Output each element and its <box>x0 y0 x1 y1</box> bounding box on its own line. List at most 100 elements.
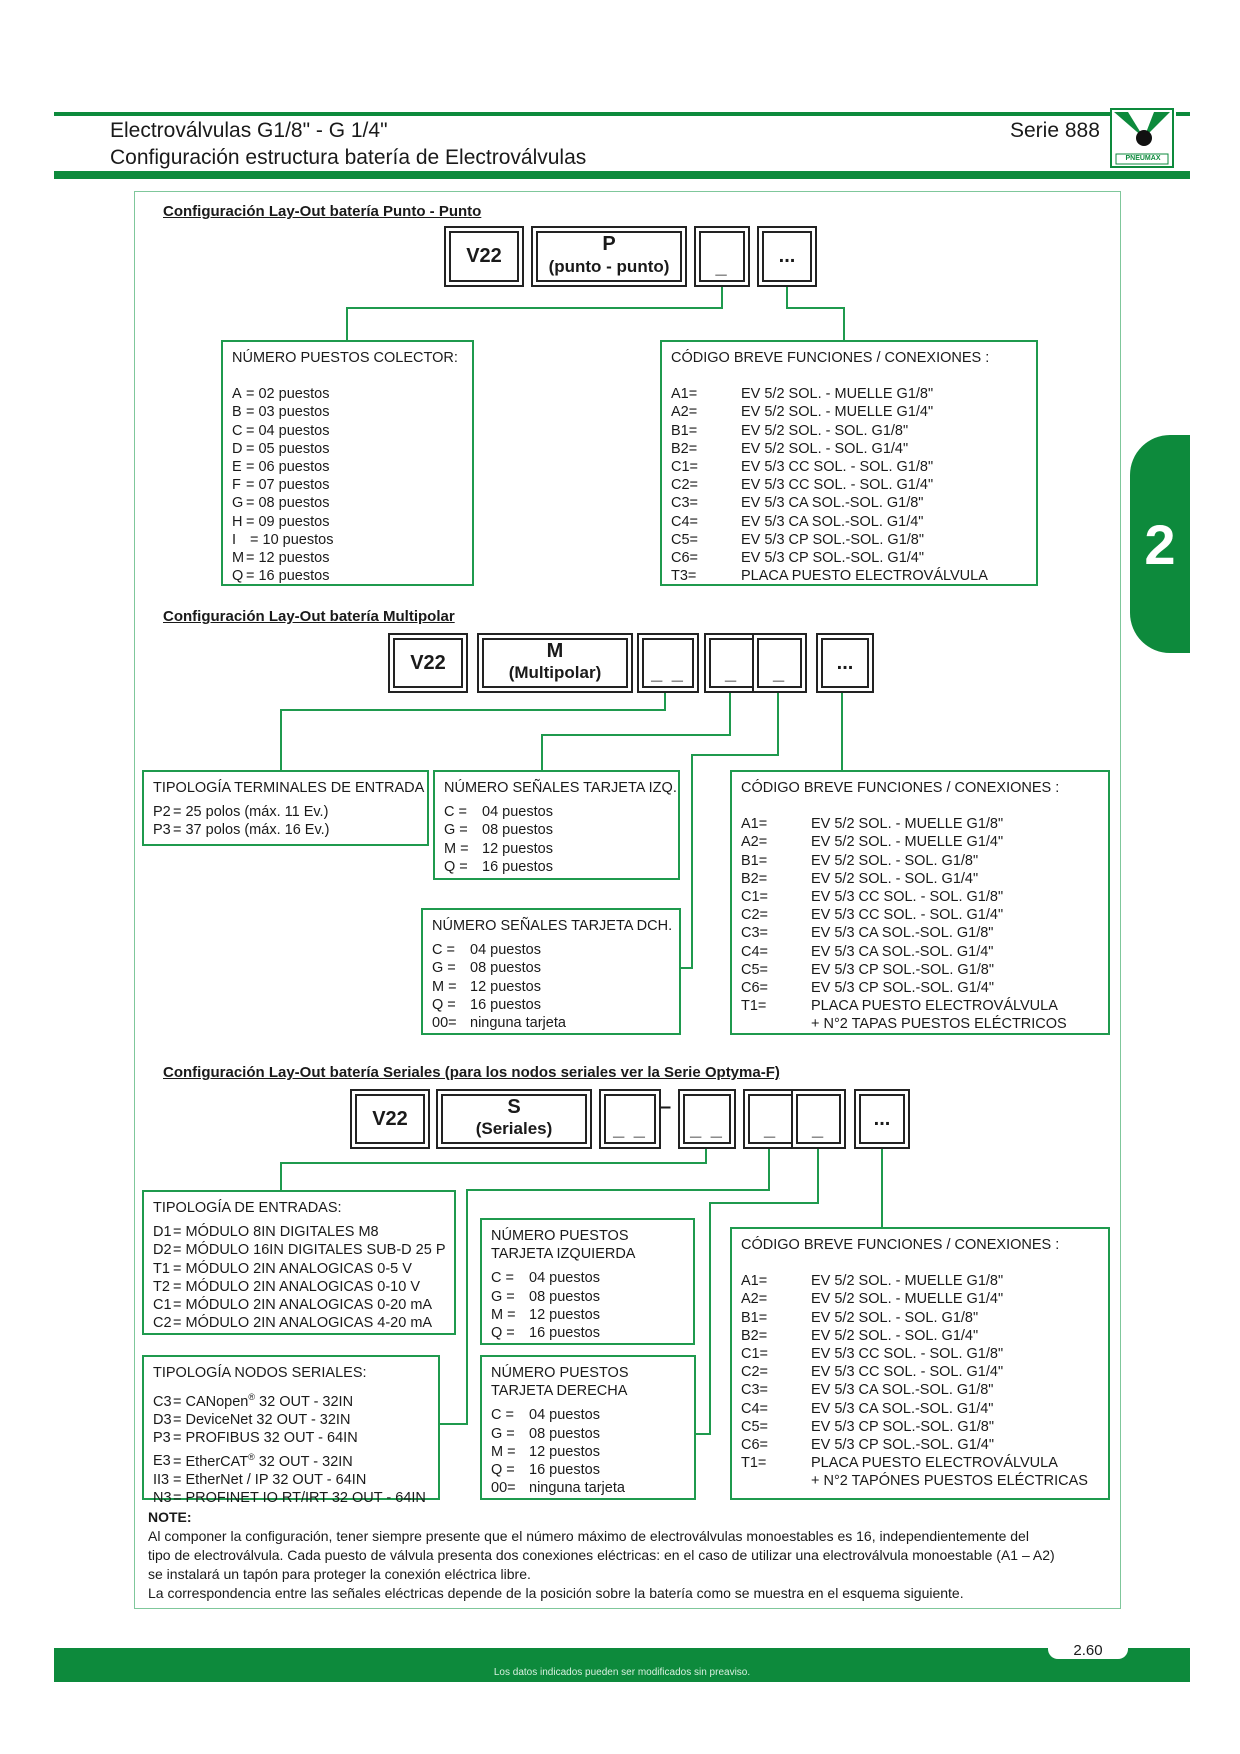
item-value: = EtherNet / IP 32 OUT - 64IN <box>173 1471 367 1488</box>
item-code: G = <box>491 1425 515 1442</box>
item-code: B1= <box>671 422 698 439</box>
list-item: T3=PLACA PUESTO ELECTROVÁLVULA <box>671 567 1027 585</box>
item-code: B1= <box>741 1309 768 1326</box>
footer-disclaimer: Los datos indicados pueden ser modificad… <box>493 1667 751 1678</box>
item-value: EV 5/2 SOL. - SOL. G1/8" <box>811 852 979 869</box>
item-value: = DeviceNet 32 OUT - 32IN <box>173 1412 351 1429</box>
list-item: F= 07 puestos <box>232 476 463 494</box>
item-value: = MÓDULO 8IN DIGITALES M8 <box>173 1224 379 1241</box>
list-item: T1=PLACA PUESTO ELECTROVÁLVULA <box>741 997 1099 1015</box>
item-code: H <box>232 513 243 530</box>
item-code: T2 <box>153 1278 170 1295</box>
list-item: II3= EtherNet / IP 32 OUT - 64IN <box>153 1471 429 1489</box>
item-code: N3 <box>153 1489 172 1506</box>
section-title-punto: Configuración Lay-Out batería Punto - Pu… <box>163 203 482 220</box>
item-value: ninguna tarjeta <box>470 1015 566 1032</box>
list-item: T2= MÓDULO 2IN ANALOGICAS 0-10 V <box>153 1278 445 1296</box>
list-item: C5=EV 5/3 CP SOL.-SOL. G1/8" <box>671 531 1027 549</box>
list-item: G =08 puestos <box>444 821 669 839</box>
item-code: A1= <box>741 1273 768 1290</box>
item-value: = EtherCAT <box>173 1453 249 1470</box>
item-value: 04 puestos <box>529 1270 600 1287</box>
item-value: = 10 puestos <box>246 531 334 548</box>
item-value: = MÓDULO 2IN ANALOGICAS 0-5 V <box>173 1260 412 1277</box>
header-bottom-rule <box>54 171 1190 179</box>
code-dash: _ _ <box>651 662 685 684</box>
list-item: D3= DeviceNet 32 OUT - 32IN <box>153 1411 429 1429</box>
item-code: II3 <box>153 1471 170 1488</box>
item-value: EV 5/2 SOL. - MUELLE G1/8" <box>811 816 1004 833</box>
list-item: T1= MÓDULO 2IN ANALOGICAS 0-5 V <box>153 1260 445 1278</box>
list-item: C1= MÓDULO 2IN ANALOGICAS 0-20 mA <box>153 1296 445 1314</box>
list-item: B1=EV 5/2 SOL. - SOL. G1/8" <box>671 422 1027 440</box>
code-more: ... <box>836 651 854 674</box>
list-item: Q =16 puestos <box>432 996 670 1014</box>
pneumax-logo: PNEUMAX <box>1110 108 1174 168</box>
list-item: N3= PROFINET IO RT/IRT 32 OUT - 64IN <box>153 1489 429 1507</box>
item-code: D1 <box>153 1224 172 1241</box>
item-code: C2= <box>741 907 769 924</box>
item-code: C4= <box>741 943 769 960</box>
item-value: EV 5/3 CA SOL.-SOL. G1/8" <box>811 925 994 942</box>
list-item: M = 12 puestos <box>432 978 670 996</box>
item-value-rest: 32 OUT - 32IN <box>254 1453 353 1470</box>
footer-band: Los datos indicados pueden ser modificad… <box>54 1648 1190 1682</box>
item-code: C1 <box>153 1297 172 1314</box>
list-item: C =04 puestos <box>432 941 670 959</box>
list-item: M =12 puestos <box>491 1306 684 1324</box>
code-letter-multipolar: M (Multipolar) <box>482 638 628 688</box>
item-code: I <box>232 531 237 548</box>
item-value: EV 5/3 CC SOL. - SOL. G1/4" <box>811 907 1004 924</box>
code-more-seriales: ... <box>859 1094 905 1144</box>
item-value: EV 5/3 CP SOL.-SOL. G1/8" <box>741 531 924 548</box>
box-title: TIPOLOGÍA TERMINALES DE ENTRADA <box>153 780 425 796</box>
item-code: G <box>232 495 244 512</box>
item-value: 12 puestos <box>470 978 541 995</box>
item-code: Q = <box>491 1462 515 1479</box>
item-code: C2= <box>671 477 699 494</box>
list-item: B= 03 puestos <box>232 403 463 421</box>
item-code: A2= <box>671 404 698 421</box>
code-dash: _ <box>811 1118 826 1140</box>
header-title-line2: Configuración estructura batería de Elec… <box>110 146 587 169</box>
item-value: EV 5/2 SOL. - SOL. G1/4" <box>811 870 979 887</box>
item-code: D2 <box>153 1242 172 1259</box>
note-line-1: Al componer la configuración, tener siem… <box>148 1528 1029 1544</box>
item-value: EV 5/2 SOL. - MUELLE G1/4" <box>811 834 1004 851</box>
list-item: + N°2 TAPÓNES PUESTOS ELÉCTRICAS <box>741 1472 1099 1490</box>
item-value: EV 5/3 CA SOL.-SOL. G1/4" <box>741 513 924 530</box>
list-item: A1=EV 5/2 SOL. - MUELLE G1/8" <box>741 815 1099 833</box>
box-title: CÓDIGO BREVE FUNCIONES / CONEXIONES : <box>671 350 990 366</box>
list-item: G =08 puestos <box>491 1288 684 1306</box>
item-value: 08 puestos <box>470 960 541 977</box>
item-code: C4= <box>671 513 699 530</box>
item-value: EV 5/3 CA SOL.-SOL. G1/8" <box>811 1382 994 1399</box>
item-value: 12 puestos <box>529 1443 600 1460</box>
item-code: C1= <box>741 1346 769 1363</box>
section-title-multipolar: Configuración Lay-Out batería Multipolar <box>163 608 455 625</box>
list-item: C6=EV 5/3 CP SOL.-SOL. G1/4" <box>741 979 1099 997</box>
code-v22-text: V22 <box>410 651 446 674</box>
chapter-tab[interactable]: 2 <box>1130 435 1190 653</box>
item-value: EV 5/2 SOL. - MUELLE G1/8" <box>811 1273 1004 1290</box>
list-funciones-multipolar: A1=EV 5/2 SOL. - MUELLE G1/8"A2=EV 5/2 S… <box>741 815 1099 1033</box>
logo-text: PNEUMAX <box>1125 155 1161 162</box>
item-value: = MÓDULO 2IN ANALOGICAS 4-20 mA <box>173 1315 433 1332</box>
item-code: M = <box>432 978 457 995</box>
code-slot-terminals: _ _ <box>642 638 694 688</box>
item-value: EV 5/3 CA SOL.-SOL. G1/4" <box>811 1400 994 1417</box>
list-item: D1= MÓDULO 8IN DIGITALES M8 <box>153 1223 445 1241</box>
box-senales-tarjeta-dch: NÚMERO SEÑALES TARJETA DCH. C =04 puesto… <box>421 908 681 1035</box>
item-value: EV 5/2 SOL. - MUELLE G1/4" <box>811 1291 1004 1308</box>
item-value: = 07 puestos <box>246 477 330 494</box>
code-more-punto: ... <box>762 231 812 282</box>
box-senales-tarjeta-izq: NÚMERO SEÑALES TARJETA IZQ. C =04 puesto… <box>433 770 680 880</box>
chapter-number: 2 <box>1144 513 1176 576</box>
item-code: Q = <box>491 1325 515 1342</box>
list-item: B2=EV 5/2 SOL. - SOL. G1/4" <box>671 440 1027 458</box>
item-value: 08 puestos <box>529 1288 600 1305</box>
item-value: 04 puestos <box>470 942 541 959</box>
registered-mark: ® <box>248 1451 255 1462</box>
